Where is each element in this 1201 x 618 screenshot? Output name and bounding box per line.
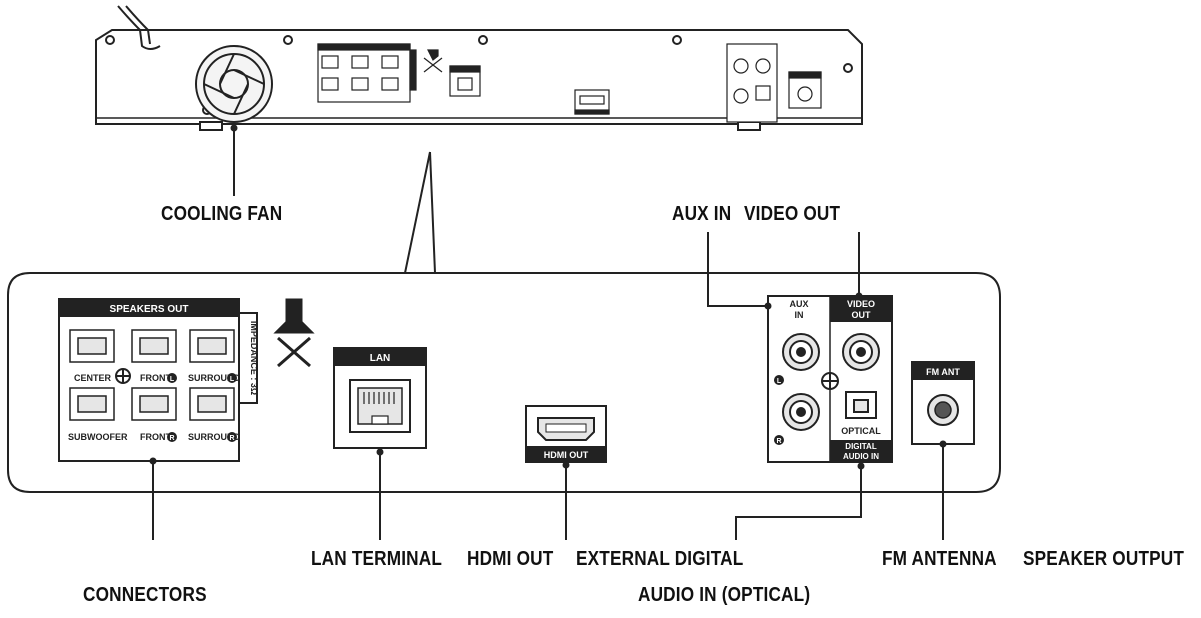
center-screw-icon: [115, 368, 131, 384]
cooling-fan-icon: [195, 45, 273, 123]
mini-speaker-block: [317, 43, 417, 103]
center-label: CENTER: [74, 373, 112, 383]
screw-icon: [821, 372, 839, 390]
fm-ant-label: FM ANT: [926, 367, 960, 377]
video-out-label: OUT: [852, 310, 872, 320]
cooling-fan-callout: COOLING FAN: [161, 203, 283, 225]
aux-label: AUX: [789, 299, 808, 309]
optical-label: OPTICAL: [841, 426, 881, 436]
video-label: VIDEO: [847, 299, 875, 309]
front-right-label: FRONT: [140, 432, 171, 442]
video-out-jack: [842, 333, 880, 371]
leader-dots: [149, 124, 947, 470]
lan-label: LAN: [370, 353, 391, 364]
optical-port: [845, 391, 877, 419]
aux-in-label: IN: [795, 310, 804, 320]
audio-in-optical-callout: AUDIO IN (OPTICAL): [638, 584, 811, 606]
ground-symbol-icon: [273, 298, 315, 368]
svg-text:R: R: [229, 435, 234, 442]
svg-text:L: L: [230, 376, 235, 383]
leader-lines: [152, 128, 944, 540]
front-left-label: FRONT: [140, 373, 171, 383]
external-digital-callout: EXTERNAL DIGITAL: [576, 548, 744, 570]
svg-text:R: R: [169, 435, 174, 442]
hdmi-out-label: HDMI OUT: [544, 450, 589, 460]
zoom-lines: [404, 151, 436, 274]
surround-right-label: SURROUND: [188, 432, 241, 442]
aux-right-jack: [782, 393, 820, 431]
speakers-out-label: SPEAKERS OUT: [110, 304, 189, 315]
hdmi-port: HDMI OUT: [525, 405, 607, 463]
av-jack-block: AUX IN VIDEO OUT OPTICAL DIGITAL AUDIO I…: [767, 295, 893, 463]
speakers-out-block: SPEAKERS OUT IMPEDANCE : 3Ω CENTER FRONT…: [58, 298, 259, 462]
aux-in-callout: AUX IN: [672, 203, 732, 225]
digital-label: DIGITAL: [845, 442, 877, 451]
lan-terminal-callout: LAN TERMINAL: [311, 548, 443, 570]
svg-text:L: L: [170, 376, 175, 383]
connectors-callout: CONNECTORS: [83, 584, 207, 606]
audio-in-label: AUDIO IN: [843, 452, 879, 461]
subwoofer-label: SUBWOOFER: [68, 432, 128, 442]
surround-left-label: SURROUND: [188, 373, 241, 383]
svg-text:R: R: [776, 438, 781, 445]
lan-port: LAN: [333, 347, 427, 449]
fm-antenna-callout: FM ANTENNA: [882, 548, 997, 570]
svg-text:L: L: [777, 378, 782, 385]
hdmi-out-callout: HDMI OUT: [467, 548, 554, 570]
aux-left-jack: [782, 333, 820, 371]
speaker-output-callout: SPEAKER OUTPUT: [1023, 548, 1185, 570]
video-out-callout: VIDEO OUT: [744, 203, 841, 225]
mini-port-icons: [423, 43, 822, 123]
impedance-label: IMPEDANCE : 3Ω: [249, 321, 259, 395]
fm-antenna-port: FM ANT: [911, 361, 975, 445]
